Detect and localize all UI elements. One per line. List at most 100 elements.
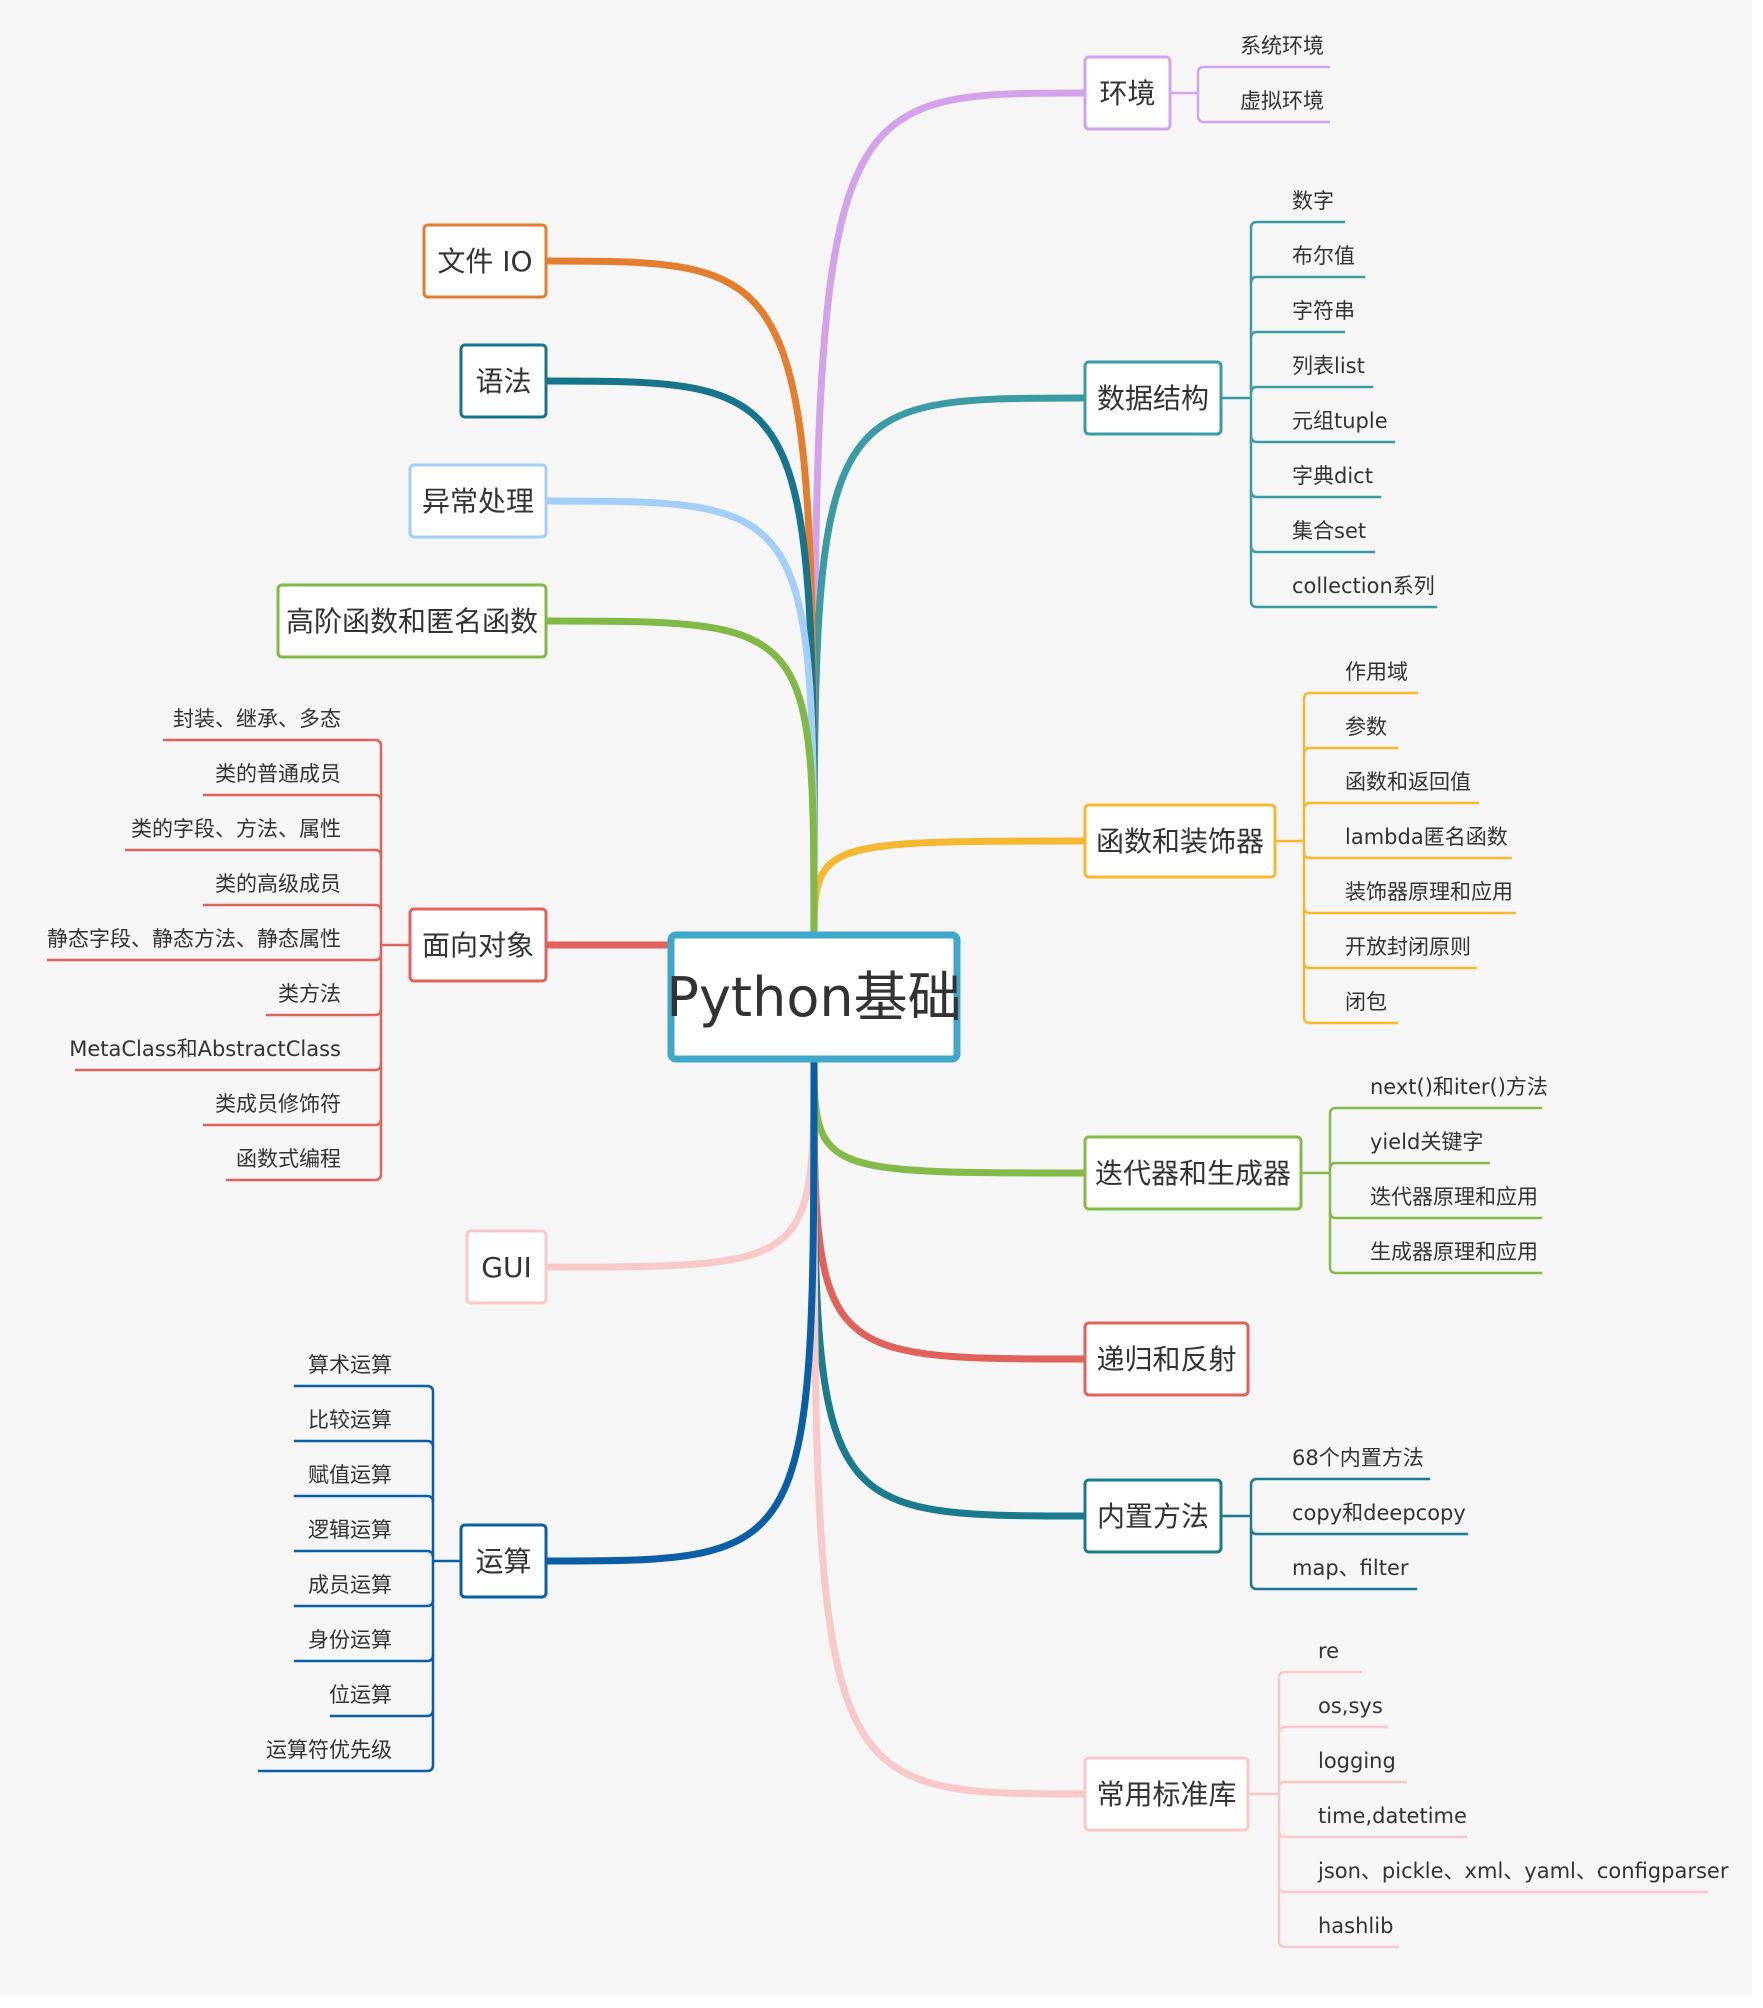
subtopic-item[interactable]: 布尔值 (1249, 244, 1365, 284)
subtopic-label: 成员运算 (308, 1573, 392, 1597)
subtopic-label: 系统环境 (1240, 34, 1324, 58)
subtopic-item[interactable]: 类方法 (266, 982, 383, 1017)
subtopic-item[interactable]: 运算符优先级 (258, 1738, 435, 1773)
topic-label: 数据结构 (1097, 382, 1209, 415)
subtopic-item[interactable]: 装饰器原理和应用 (1302, 880, 1516, 915)
subtopic-label: 比较运算 (308, 1408, 392, 1432)
subtopic-underline (163, 738, 383, 747)
subtopic-underline (1328, 1106, 1542, 1115)
subtopic-item[interactable]: 函数式编程 (226, 1147, 383, 1182)
subtopic-underline (294, 1599, 435, 1608)
subtopic-underline (1196, 65, 1330, 74)
subtopic-label: 参数 (1345, 715, 1387, 739)
subtopics-builtins: 68个内置方法 copy和deepcopy map、filter (1221, 1446, 1468, 1591)
subtopic-item[interactable]: 成员运算 (294, 1573, 435, 1608)
topic-iterators-generators[interactable]: 迭代器和生成器 (1083, 1135, 1303, 1211)
subtopic-item[interactable]: 算术运算 (294, 1353, 435, 1393)
subtopic-underline (258, 1764, 435, 1773)
topic-builtins[interactable]: 内置方法 (1083, 1478, 1223, 1554)
subtopic-item[interactable]: 闭包 (1302, 990, 1398, 1025)
topic-exceptions[interactable]: 异常处理 (408, 463, 548, 539)
topic-data-structures[interactable]: 数据结构 (1083, 360, 1223, 436)
subtopic-item[interactable]: 类的高级成员 (203, 872, 383, 912)
topic-stdlib[interactable]: 常用标准库 (1083, 1756, 1250, 1832)
subtopic-item[interactable]: collection系列 (1249, 574, 1437, 609)
subtopic-item[interactable]: re (1277, 1639, 1362, 1679)
subtopic-item[interactable]: time,datetime (1277, 1804, 1467, 1839)
subtopic-item[interactable]: 函数和返回值 (1302, 770, 1479, 810)
subtopic-item[interactable]: json、pickle、xml、yaml、configparser (1277, 1859, 1729, 1894)
subtopic-label: 元组tuple (1292, 409, 1388, 433)
topic-label: 常用标准库 (1096, 1778, 1236, 1811)
topic-frame (422, 223, 548, 299)
subtopic-item[interactable]: 位运算 (329, 1683, 435, 1718)
subtopic-label: 虚拟环境 (1240, 89, 1324, 113)
subtopic-label: time,datetime (1318, 1804, 1467, 1828)
subtopic-item[interactable]: 身份运算 (294, 1628, 435, 1663)
subtopic-item[interactable]: 元组tuple (1249, 409, 1395, 444)
subtopic-underline (1277, 1885, 1708, 1894)
subtopic-item[interactable]: 类的普通成员 (203, 762, 383, 802)
subtopics-oop: 封装、继承、多态类的普通成员类的字段、方法、属性类的高级成员静态字段、静态方法、… (47, 707, 410, 1182)
topic-gui[interactable]: GUI (465, 1229, 548, 1305)
topic-recursion-reflection[interactable]: 递归和反射 (1083, 1321, 1250, 1397)
subtopic-underline (1302, 851, 1512, 860)
connector-higher-order (542, 617, 818, 947)
subtopic-item[interactable]: os,sys (1277, 1694, 1388, 1734)
subtopic-item[interactable]: 逻辑运算 (294, 1518, 435, 1558)
subtopic-item[interactable]: 68个内置方法 (1249, 1446, 1430, 1486)
subtopic-label: 装饰器原理和应用 (1345, 880, 1513, 904)
subtopic-item[interactable]: 参数 (1302, 715, 1398, 755)
subtopic-underline (1302, 746, 1398, 755)
subtopic-item[interactable]: 开放封闭原则 (1302, 935, 1477, 970)
subtopic-label: next()和iter()方法 (1370, 1075, 1548, 1099)
subtopic-label: lambda匿名函数 (1345, 825, 1508, 849)
subtopic-underline (1302, 691, 1418, 700)
topic-oop[interactable]: 面向对象 (408, 907, 548, 983)
subtopic-item[interactable]: MetaClass和AbstractClass (69, 1037, 383, 1072)
subtopic-item[interactable]: hashlib (1277, 1914, 1399, 1949)
subtopic-item[interactable]: 比较运算 (294, 1408, 435, 1448)
subtopic-label: copy和deepcopy (1292, 1501, 1466, 1525)
subtopic-item[interactable]: 生成器原理和应用 (1328, 1240, 1542, 1275)
topic-higher-order[interactable]: 高阶函数和匿名函数 (276, 583, 548, 659)
subtopic-item[interactable]: lambda匿名函数 (1302, 825, 1512, 860)
subtopic-item[interactable]: 集合set (1249, 519, 1375, 554)
subtopic-label: 静态字段、静态方法、静态属性 (47, 927, 341, 951)
subtopic-item[interactable]: logging (1277, 1749, 1407, 1789)
subtopic-item[interactable]: copy和deepcopy (1249, 1501, 1468, 1536)
subtopic-item[interactable]: 静态字段、静态方法、静态属性 (47, 927, 383, 962)
subtopic-item[interactable]: 赋值运算 (294, 1463, 435, 1503)
subtopic-item[interactable]: 系统环境 (1196, 34, 1330, 74)
subtopic-item[interactable]: 虚拟环境 (1196, 89, 1330, 124)
subtopic-label: 闭包 (1345, 990, 1387, 1014)
subtopic-item[interactable]: map、filter (1249, 1556, 1417, 1591)
subtopic-item[interactable]: 类成员修饰符 (203, 1092, 383, 1127)
subtopic-item[interactable]: next()和iter()方法 (1328, 1075, 1548, 1115)
subtopic-item[interactable]: 类的字段、方法、属性 (125, 817, 383, 857)
topic-file-io[interactable]: 文件 IO (422, 223, 548, 299)
topic-label: 文件 IO (437, 245, 532, 278)
topic-functions-decorators[interactable]: 函数和装饰器 (1083, 803, 1277, 879)
subtopic-label: 类成员修饰符 (215, 1092, 341, 1116)
subtopic-item[interactable]: 作用域 (1302, 660, 1418, 700)
subtopic-item[interactable]: 字符串 (1249, 299, 1355, 339)
connector-stdlib (810, 1047, 1089, 1798)
subtopic-item[interactable]: yield关键字 (1328, 1130, 1490, 1170)
subtopic-item[interactable]: 列表list (1249, 354, 1373, 394)
subtopic-item[interactable]: 数字 (1249, 189, 1345, 229)
subtopic-item[interactable]: 字典dict (1249, 464, 1381, 499)
subtopic-item[interactable]: 迭代器原理和应用 (1328, 1185, 1542, 1220)
subtopic-item[interactable]: 封装、继承、多态 (163, 707, 383, 747)
subtopic-label: 作用域 (1345, 660, 1408, 684)
topic-env[interactable]: 环境 (1083, 55, 1172, 131)
topic-frame (1083, 803, 1277, 879)
topic-operators[interactable]: 运算 (459, 1523, 548, 1599)
topic-syntax[interactable]: 语法 (459, 343, 548, 419)
root-node[interactable]: Python基础 (666, 931, 962, 1063)
subtopic-underline (203, 793, 383, 802)
